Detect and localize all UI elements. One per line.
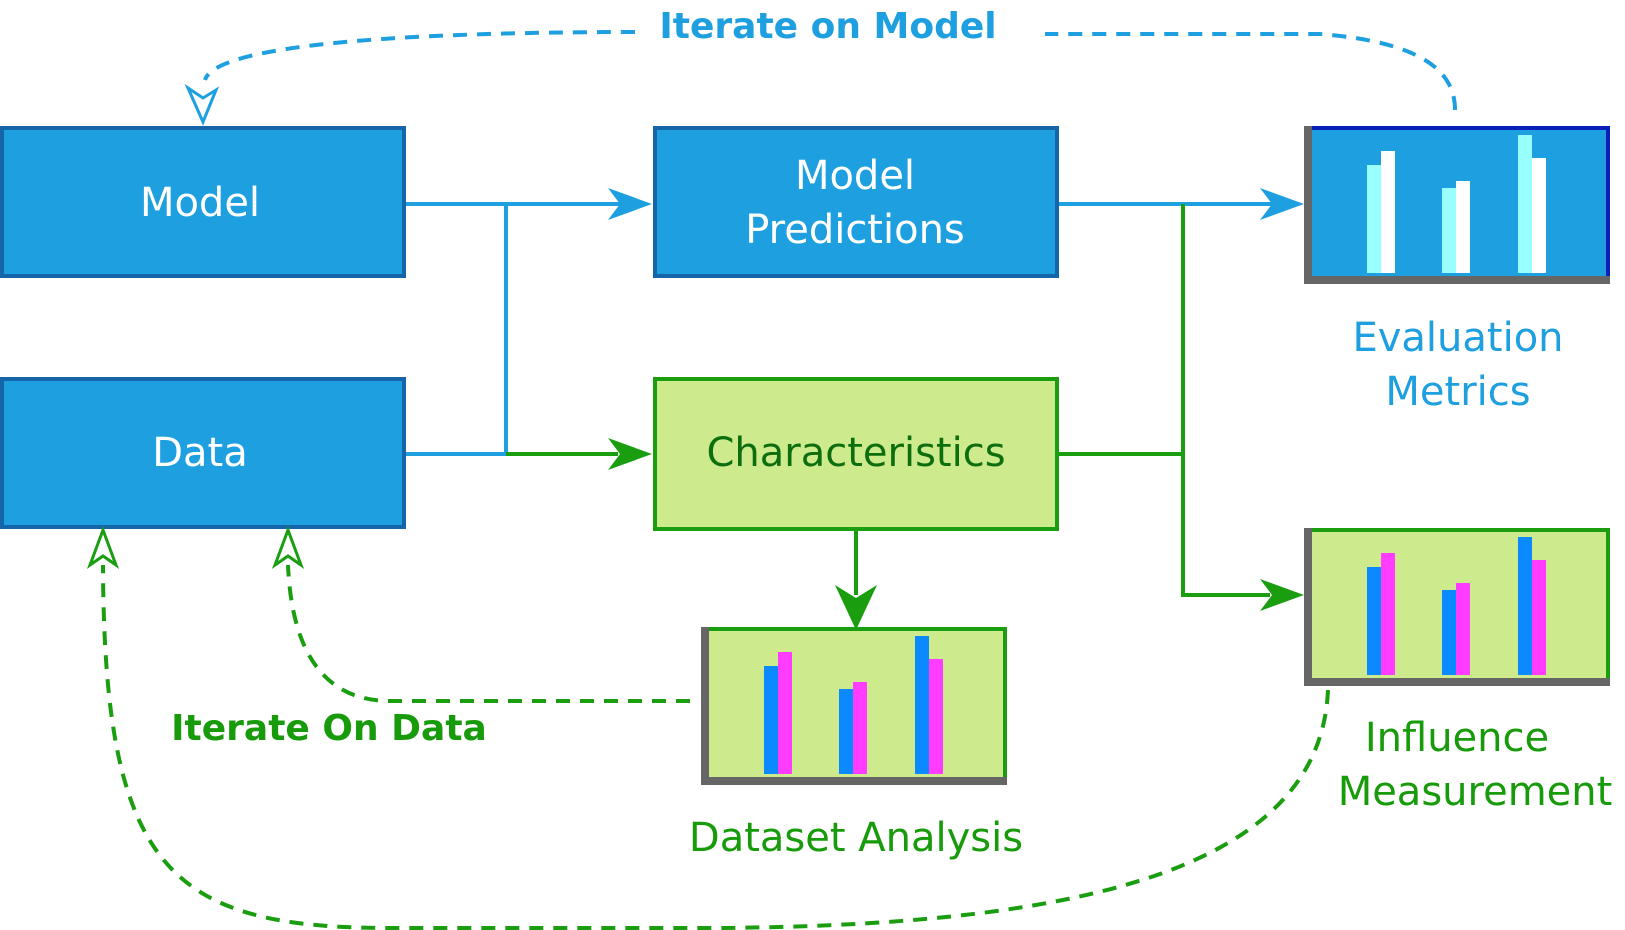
evaluation-caption-line2: Metrics [1385,369,1530,415]
iterate-data-label: Iterate On Data [171,708,487,749]
arrow-to-predictions [608,188,652,220]
data-node: Data [0,377,406,529]
data-node-label: Data [152,430,248,476]
iterate-data-arrowhead-long [86,525,120,569]
arrow-to-characteristics [608,438,652,470]
iterate-model-loop-path [203,30,1457,111]
iterate-model-label: Iterate on Model [659,6,996,47]
model-predictions-label-line2: Predictions [745,207,965,253]
blue-connectors [406,202,1295,456]
arrow-to-influence [1260,579,1304,611]
arrow-to-dataset-analysis [835,585,877,630]
iterate-data-loop-short [286,564,690,703]
green-connectors [506,204,1270,597]
influence-caption-line2: Measurement [1338,769,1613,815]
characteristics-label: Characteristics [706,430,1005,476]
arrow-to-evaluation [1260,188,1304,220]
evaluation-caption-line1: Evaluation [1352,315,1563,361]
model-predictions-node: Model Predictions [653,126,1059,278]
dataset-analysis-caption: Dataset Analysis [689,815,1023,861]
influence-caption-line1: Influence [1365,715,1549,761]
evaluation-chart-icon [1304,126,1610,284]
model-predictions-label-line1: Model [795,153,915,199]
iterate-model-arrowhead [184,83,220,126]
influence-chart-icon [1304,528,1610,686]
characteristics-node: Characteristics [653,377,1059,531]
dataset-analysis-chart-icon [701,627,1007,785]
iterate-data-arrowhead-short [271,525,305,569]
model-node-label: Model [140,180,260,226]
iterate-data-loop-long [101,564,1330,930]
model-node: Model [0,126,406,278]
